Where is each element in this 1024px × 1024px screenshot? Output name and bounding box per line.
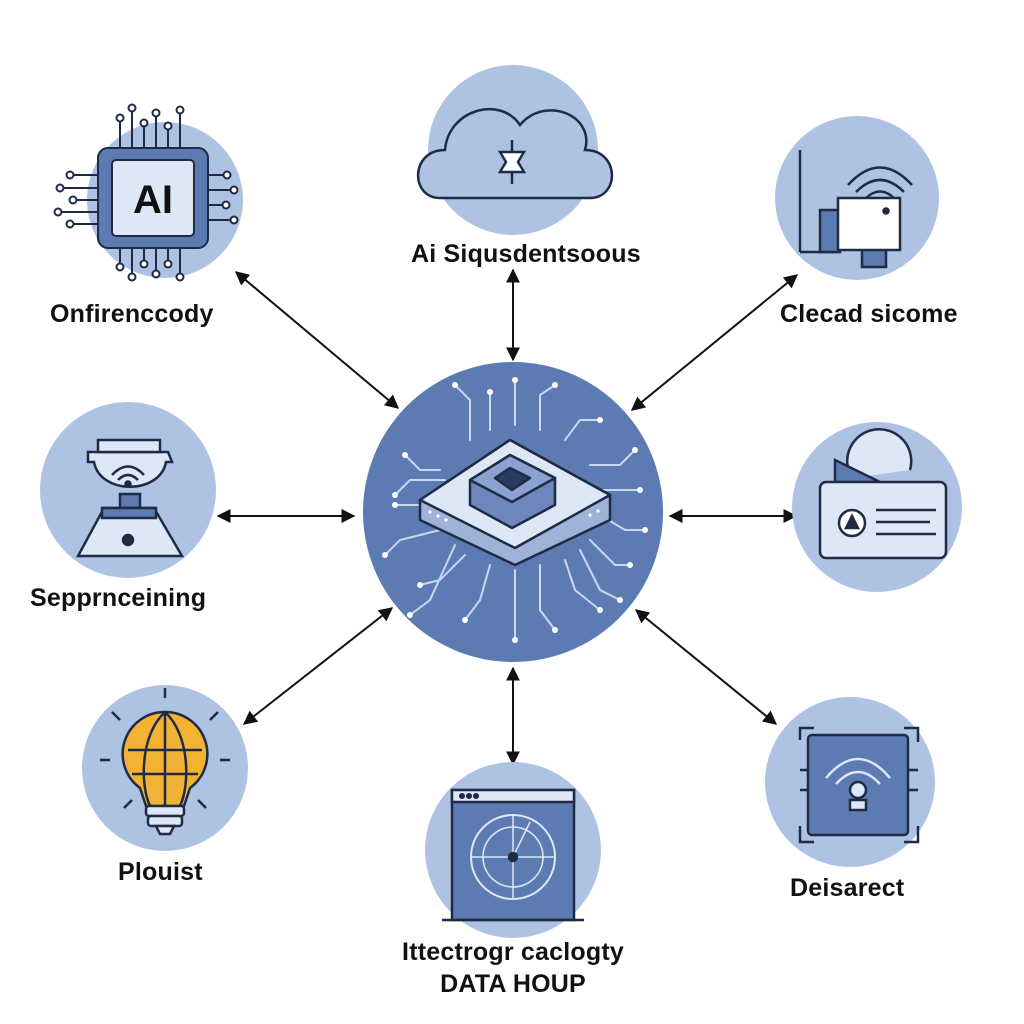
wifi-beacon-icon [75, 438, 185, 558]
data-window-icon [442, 788, 584, 922]
node-top-right [775, 116, 939, 280]
arrow-bottom-right [634, 609, 778, 725]
hub [363, 362, 663, 662]
connector-arrows [216, 268, 799, 766]
label-bottom: Ittectrogr caclogty [402, 938, 624, 966]
label-bottom-right: Deisarect [790, 874, 905, 902]
label-bottom-left: Plouist [118, 858, 203, 886]
node-top [416, 65, 614, 235]
arrow-top-right [630, 274, 799, 411]
label-top: Ai Siqusdentsoous [411, 240, 641, 268]
node-right [792, 422, 962, 592]
node-bottom-right [765, 697, 935, 867]
arrow-bottom-left [242, 607, 394, 725]
node-left [40, 402, 216, 578]
wifi-module-icon [798, 726, 920, 844]
wifi-device-icon [798, 150, 913, 269]
cloud-icon [416, 108, 614, 200]
circuit-traces [384, 379, 646, 641]
node-top-left: AI [53, 103, 243, 282]
label-bottom-2: DATA HOUP [440, 970, 586, 998]
ai-processor-chip-icon [418, 438, 612, 567]
lightbulb-icon [100, 688, 230, 836]
node-bottom-left [82, 685, 248, 851]
label-left: Sepprnceining [30, 584, 207, 612]
label-top-left: Onfirenccody [50, 300, 214, 328]
arrow-top-left [234, 271, 400, 409]
label-top-right: Clecad sicome [780, 300, 958, 328]
node-bottom [425, 762, 601, 938]
chip-text: AI [133, 178, 173, 222]
ai-chip-icon [53, 103, 239, 282]
id-card-icon [818, 428, 948, 560]
